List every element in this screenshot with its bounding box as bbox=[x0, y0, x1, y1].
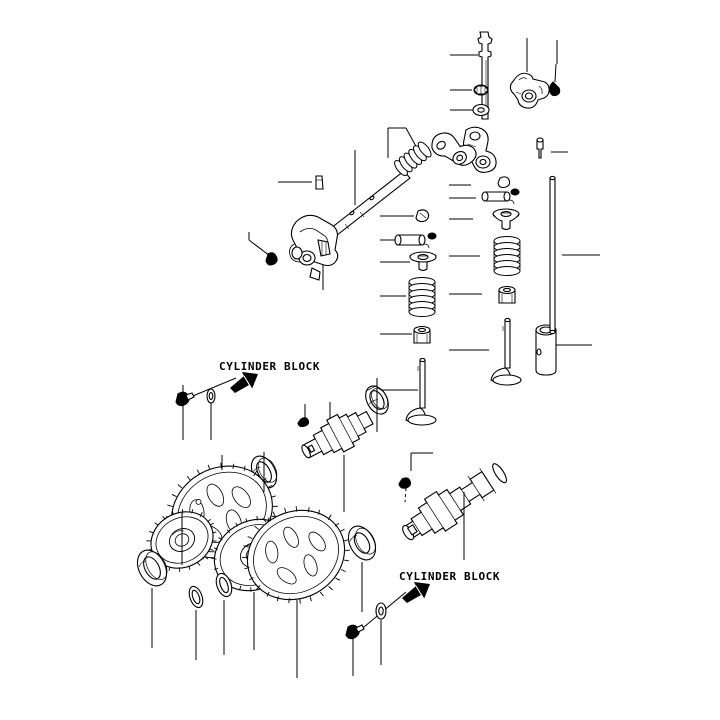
part-rocker-bracket bbox=[289, 214, 339, 281]
part-valve-right bbox=[490, 317, 522, 386]
part-spring-retainer-left bbox=[409, 251, 437, 272]
part-valve-spring-left bbox=[408, 277, 436, 317]
part-valve-seal-left bbox=[413, 325, 431, 344]
part-injection-cam-key bbox=[297, 417, 310, 428]
part-valve-guide bbox=[535, 324, 557, 376]
part-rocker-arm-on-shaft bbox=[431, 132, 477, 166]
part-rocker-nut bbox=[473, 84, 489, 96]
part-valve-cotter-right bbox=[497, 176, 511, 189]
part-valve-clip bbox=[548, 63, 561, 97]
part-injection-cam bbox=[301, 410, 374, 459]
part-camshaft bbox=[402, 463, 508, 541]
part-shaft-roll-pin bbox=[315, 175, 324, 190]
part-thrust-washer-b bbox=[215, 572, 233, 598]
part-push-rod bbox=[549, 175, 556, 335]
part-valve-left bbox=[405, 357, 437, 426]
part-rocker-washer bbox=[472, 103, 490, 117]
leader-dowel-b bbox=[248, 239, 271, 257]
callout-arrow-upper-icon bbox=[230, 372, 258, 393]
annotation-cylinder-block-upper: CYLINDER BLOCK bbox=[219, 360, 321, 373]
part-valve-seal-right bbox=[498, 285, 516, 304]
part-bracket-dowel bbox=[265, 252, 278, 266]
part-head-washer-lower bbox=[206, 388, 216, 404]
part-spring-retainer-right bbox=[492, 208, 520, 231]
part-rocker-arm-upper-right bbox=[509, 72, 550, 109]
part-gear-bearing-left bbox=[136, 549, 168, 587]
part-timing-gear-right bbox=[241, 506, 351, 604]
annotation-cylinder-block-lower: CYLINDER BLOCK bbox=[399, 570, 501, 583]
part-rocker-screw bbox=[536, 137, 544, 159]
part-rocker-shaft-spring bbox=[394, 141, 432, 177]
part-head-bolt-lower bbox=[175, 391, 195, 407]
part-thrust-washer-a bbox=[188, 585, 204, 609]
leader-lines-bottom bbox=[151, 378, 465, 678]
part-camshaft-key bbox=[398, 452, 433, 503]
callout-arrow-lower-icon bbox=[402, 582, 430, 603]
part-valve-lifter-right bbox=[481, 188, 520, 205]
part-valve-cotter-left bbox=[415, 209, 430, 223]
part-block-bolt-lower bbox=[345, 624, 365, 640]
part-cam-bearing bbox=[347, 525, 377, 561]
part-valve-spring-right bbox=[493, 236, 521, 276]
part-block-washer-lower bbox=[375, 602, 387, 620]
leader-lines-mid bbox=[380, 215, 418, 391]
part-valve-lifter-left bbox=[394, 232, 437, 249]
